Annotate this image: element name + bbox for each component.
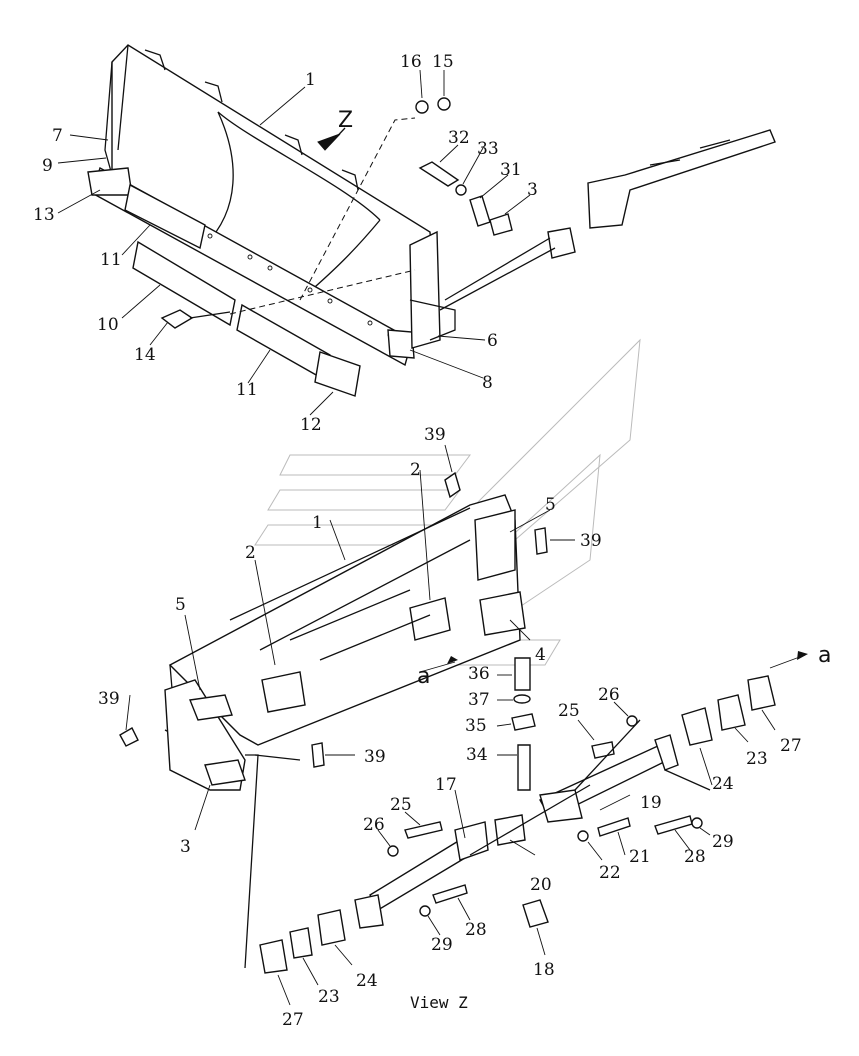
label-33: 33 [477,139,499,159]
label-2b: 2 [245,543,256,563]
label-3a: 3 [527,180,538,200]
label-28b: 28 [465,920,487,940]
label-1: 1 [305,70,316,90]
label-29b: 29 [431,935,453,955]
label-32: 32 [448,128,470,148]
label-13: 13 [33,205,55,225]
label-15: 15 [432,52,454,72]
label-26b: 26 [363,815,385,835]
label-20: 20 [530,875,552,895]
label-34: 34 [466,745,488,765]
label-23a: 23 [746,749,768,769]
label-28a: 28 [684,847,706,867]
label-26a: 26 [598,685,620,705]
label-23b: 23 [318,987,340,1007]
label-39c: 39 [98,689,120,709]
label-14: 14 [134,345,156,365]
label-8: 8 [482,373,493,393]
label-z: Z [338,108,353,133]
label-17: 17 [435,775,457,795]
label-39a: 39 [424,425,446,445]
view-z-caption: View Z [410,993,468,1012]
label-27a: 27 [780,736,802,756]
label-3b: 3 [180,837,191,857]
label-9: 9 [42,156,53,176]
label-5b: 5 [175,595,186,615]
label-24a: 24 [712,774,734,794]
label-21: 21 [629,847,651,867]
label-19: 19 [640,793,662,813]
label-11b: 11 [236,380,258,400]
label-36: 36 [468,664,490,684]
label-27b: 27 [282,1010,304,1030]
label-a-right: a [818,643,831,668]
label-39d: 39 [364,747,386,767]
label-a-left: a [417,664,430,689]
label-22: 22 [599,863,621,883]
blade-upper-view [57,44,776,416]
label-29a: 29 [712,832,734,852]
label-16: 16 [400,52,422,72]
label-7: 7 [52,126,63,146]
label-2a: 2 [410,460,421,480]
label-35: 35 [465,716,487,736]
label-31: 31 [500,160,522,180]
label-37: 37 [468,690,490,710]
label-18: 18 [533,960,555,980]
frame-lower-view [119,444,808,974]
label-25a: 25 [558,701,580,721]
label-24b: 24 [356,971,378,991]
label-39b: 39 [580,531,602,551]
lower-leaders [277,674,776,1006]
label-4: 4 [535,645,546,665]
label-11a: 11 [100,250,122,270]
label-1b: 1 [312,513,323,533]
part-labels: 1 16 15 Z 7 32 33 9 31 3 13 11 10 6 14 8… [33,52,831,1030]
label-6: 6 [487,331,498,351]
label-5a: 5 [545,495,556,515]
label-10: 10 [97,315,119,335]
label-12: 12 [300,415,322,435]
label-25b: 25 [390,795,412,815]
